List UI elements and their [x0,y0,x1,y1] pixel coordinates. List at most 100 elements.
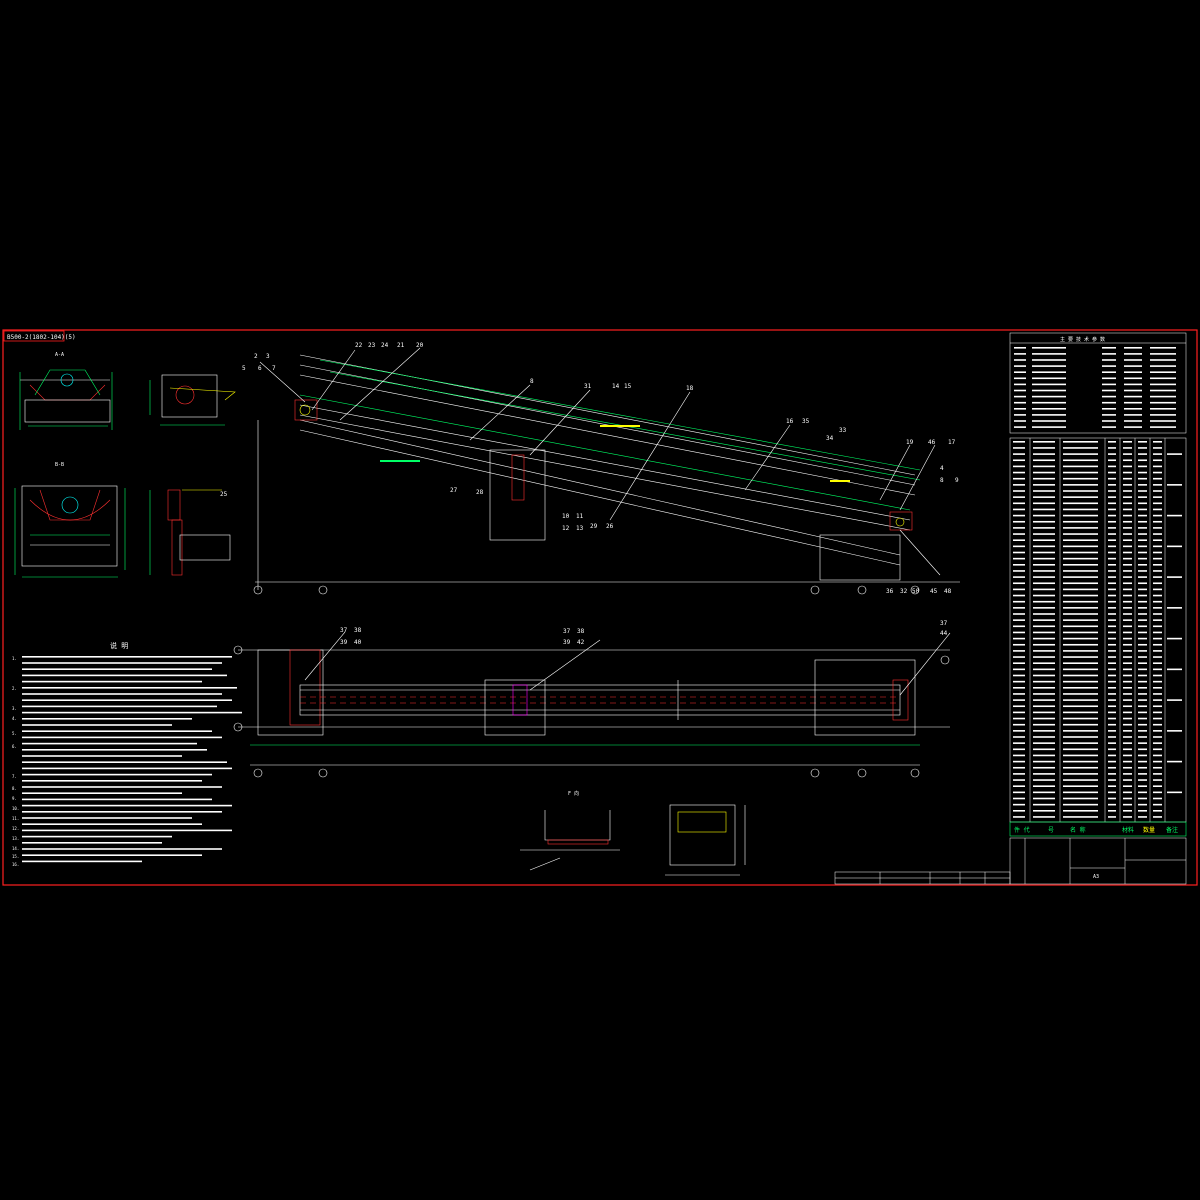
note-text-line [22,736,222,739]
parts-cell [1153,600,1162,603]
parts-cell [1138,490,1147,492]
parts-cell [1033,588,1055,591]
specs-cell [1124,420,1142,422]
parts-cell [1123,705,1132,708]
parts-cell [1013,742,1025,744]
parts-cell [1033,484,1055,486]
parts-cell [1063,619,1098,621]
parts-cell [1033,545,1055,548]
parts-cell [1123,717,1132,720]
note-text-line [22,680,202,683]
note-text-line [22,817,192,819]
parts-cell [1108,484,1116,486]
parts-cell [1063,533,1098,535]
parts-cell [1063,557,1098,560]
parts-cell [1138,539,1147,541]
parts-cell [1153,520,1162,523]
parts-cell [1063,459,1098,462]
parts-cell [1138,588,1147,591]
parts-cell [1013,447,1025,449]
parts-cell [1063,810,1098,812]
parts-cell [1167,453,1182,455]
parts-cell [1138,779,1147,781]
parts-cell [1138,607,1147,609]
note-text-line [22,711,242,714]
parts-cell [1033,453,1055,455]
parts-cell [1153,453,1162,455]
parts-cell [1063,508,1098,511]
specs-cell [1102,365,1116,367]
parts-cell [1108,447,1116,449]
parts-cell [1108,631,1116,634]
parts-cell [1013,490,1025,492]
callout: 4 [940,465,944,472]
specs-cell [1150,359,1176,361]
note-number: 6. [12,744,17,749]
parts-cell [1153,619,1162,621]
parts-cell [1033,465,1055,468]
note-number: 8. [12,786,17,791]
parts-cell [1123,496,1132,498]
parts-cell [1153,594,1162,597]
specs-rows [1014,347,1176,428]
parts-cell [1013,730,1025,732]
specs-cell [1124,389,1142,392]
parts-cell [1108,643,1116,646]
parts-cell [1108,705,1116,708]
parts-cell [1013,484,1025,486]
parts-cell [1153,705,1162,708]
specs-cell [1032,389,1066,392]
note-text-line [22,829,232,832]
specs-cell [1150,414,1176,416]
note-text-line [22,823,202,825]
parts-cell [1153,810,1162,812]
note-number: 15. [12,854,19,859]
parts-cell [1138,441,1147,443]
parts-cell [1033,477,1055,480]
parts-header: 件 代 号 名 称 材料 数量 备注 [1009,821,1187,837]
parts-cell [1108,607,1116,609]
parts-cell [1108,594,1116,597]
parts-cell [1013,637,1025,640]
specs-cell [1124,353,1142,355]
parts-cell [1033,637,1055,640]
specs-cell [1124,365,1142,367]
note-text-line [22,773,212,776]
parts-cell [1013,662,1025,664]
parts-cell [1013,471,1025,474]
parts-cell [1033,674,1055,677]
parts-cell [1013,650,1025,652]
parts-cell [1013,766,1025,769]
parts-cell [1063,766,1098,769]
parts-cell [1138,570,1147,572]
parts-cell [1123,502,1132,505]
parts-cell [1108,717,1116,720]
parts-cell [1013,723,1025,726]
callout: 17 [948,439,956,446]
parts-cell [1033,748,1055,751]
specs-cell [1102,408,1116,410]
parts-cell [1033,471,1055,474]
parts-cell [1138,687,1147,689]
parts-cell [1108,693,1116,695]
parts-cell [1063,705,1098,708]
parts-cell [1063,736,1098,738]
callout: 40 [354,639,362,646]
parts-cell [1033,625,1055,628]
callout: 15 [624,383,632,390]
parts-cell [1063,742,1098,744]
parts-cell [1123,533,1132,535]
specs-cell [1032,353,1066,355]
parts-cell [1153,791,1162,794]
parts-cell [1123,551,1132,554]
parts-cell [1108,773,1116,775]
parts-cell [1033,693,1055,695]
specs-cell [1102,420,1116,422]
parts-cell [1108,533,1116,535]
parts-cell [1153,730,1162,732]
parts-cell [1063,594,1098,597]
parts-cell [1033,607,1055,609]
note-text-line [22,780,202,782]
head-pulley-detail [149,374,236,426]
callout: 42 [577,639,585,646]
